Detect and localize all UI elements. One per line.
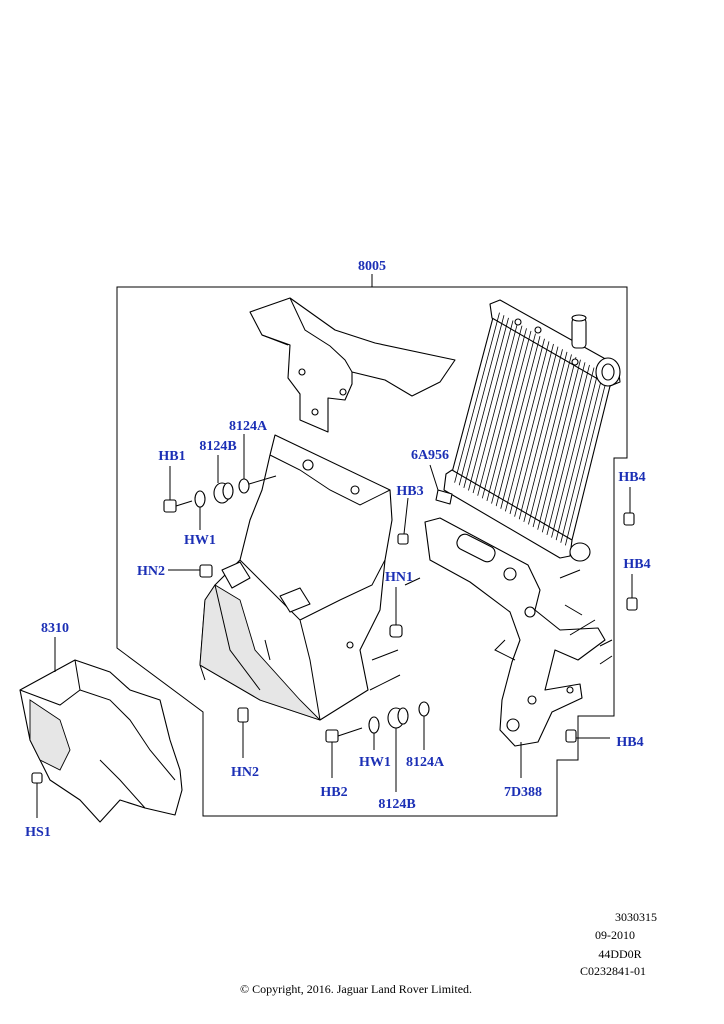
radiator-fin [468, 320, 514, 491]
hardware-8124b-bush-top [213, 482, 234, 504]
radiator-fin [495, 336, 541, 507]
label-8124a-top[interactable]: 8124A [229, 419, 268, 434]
label-8310[interactable]: 8310 [41, 621, 69, 636]
hardware-hw1-washer-bottom [368, 716, 380, 734]
radiator-fin [477, 325, 523, 496]
radiator-fin [551, 367, 595, 538]
label-7d388[interactable]: 7D388 [504, 785, 542, 800]
hardware-hb1-bolt [163, 499, 193, 513]
heat-shield [249, 297, 456, 433]
bracket-7d388 [424, 517, 606, 747]
radiator-fin [463, 317, 509, 488]
radiator-fin [564, 375, 608, 546]
label-hn1[interactable]: HN1 [385, 570, 413, 585]
radiator-fin [546, 364, 590, 536]
label-hw1-bottom[interactable]: HW1 [359, 755, 391, 770]
label-hb4-b[interactable]: HB4 [623, 557, 650, 572]
radiator-fin [518, 349, 563, 520]
label-6a956[interactable]: 6A956 [411, 448, 449, 463]
hardware-hn1-nut [389, 624, 403, 638]
radiator-fin [509, 343, 554, 515]
label-8124a-bottom[interactable]: 8124A [406, 755, 445, 770]
diagram-model: 44DD0R [598, 947, 641, 961]
radiator-fin [555, 370, 599, 541]
air-duct-shroud [199, 434, 393, 721]
radiator-fin [458, 315, 505, 486]
label-hs1[interactable]: HS1 [25, 825, 51, 840]
label-hb4-a[interactable]: HB4 [618, 470, 645, 485]
label-hb3[interactable]: HB3 [396, 484, 423, 499]
label-8124b-top[interactable]: 8124B [199, 439, 236, 454]
diagram-code: 3030315 [615, 910, 657, 924]
hardware-hb4-bolt-c [565, 729, 577, 743]
hardware-hb3-bolt [397, 533, 409, 545]
radiator-fin [523, 351, 568, 522]
radiator-fin [491, 333, 536, 504]
part-labels: 8005 8124A 8124B HB1 HW1 6A956 HB3 HB4 H… [25, 259, 650, 840]
hardware-hn2-nut-top [199, 564, 213, 578]
diagram-ref: C0232841-01 [580, 964, 646, 978]
assembly-bracket-8005 [116, 274, 628, 817]
hardware-6a956-clip [435, 489, 453, 505]
oil-cooler-radiator [443, 299, 621, 562]
label-hn2-bottom[interactable]: HN2 [231, 765, 259, 780]
label-hb4-c[interactable]: HB4 [616, 735, 643, 750]
leader-lines [36, 434, 633, 818]
label-hb2[interactable]: HB2 [320, 785, 347, 800]
guide-lines [369, 569, 613, 691]
copyright-text: © Copyright, 2016. Jaguar Land Rover Lim… [240, 982, 472, 996]
label-8005[interactable]: 8005 [358, 259, 386, 274]
hardware-hb4-bolt-b [626, 597, 638, 611]
radiator-fins [454, 312, 608, 546]
label-hb1[interactable]: HB1 [158, 449, 185, 464]
hardware-8124a-bush-bottom [418, 701, 430, 717]
radiator-fin [486, 330, 532, 502]
info-block: 3030315 09-2010 44DD0R C0232841-01 [580, 910, 657, 978]
radiator-fin [472, 322, 518, 494]
hardware-hs1-screw [31, 772, 43, 784]
guard-8310 [19, 659, 183, 823]
radiator-fin [560, 372, 604, 543]
label-hw1-top[interactable]: HW1 [184, 533, 216, 548]
hardware-hb4-bolt-a [623, 512, 635, 526]
label-8124b-bottom[interactable]: 8124B [378, 797, 415, 812]
hardware-hn2-nut-bottom [237, 707, 249, 723]
radiator-fin [532, 356, 577, 528]
radiator-fin [504, 341, 550, 512]
hardware-8124b-bush-bottom [387, 707, 409, 729]
radiator-fin [514, 346, 559, 517]
radiator-fin [537, 359, 581, 530]
radiator-fin [528, 354, 572, 525]
radiator-fin [500, 338, 545, 509]
diagram-date: 09-2010 [595, 928, 635, 942]
radiator-fin [454, 312, 500, 483]
hardware-hw1-washer-top [194, 490, 206, 508]
radiator-fin [481, 328, 527, 499]
label-hn2-top[interactable]: HN2 [137, 564, 165, 579]
radiator-fin [541, 362, 586, 533]
hardware-hb2-bolt [325, 727, 363, 743]
